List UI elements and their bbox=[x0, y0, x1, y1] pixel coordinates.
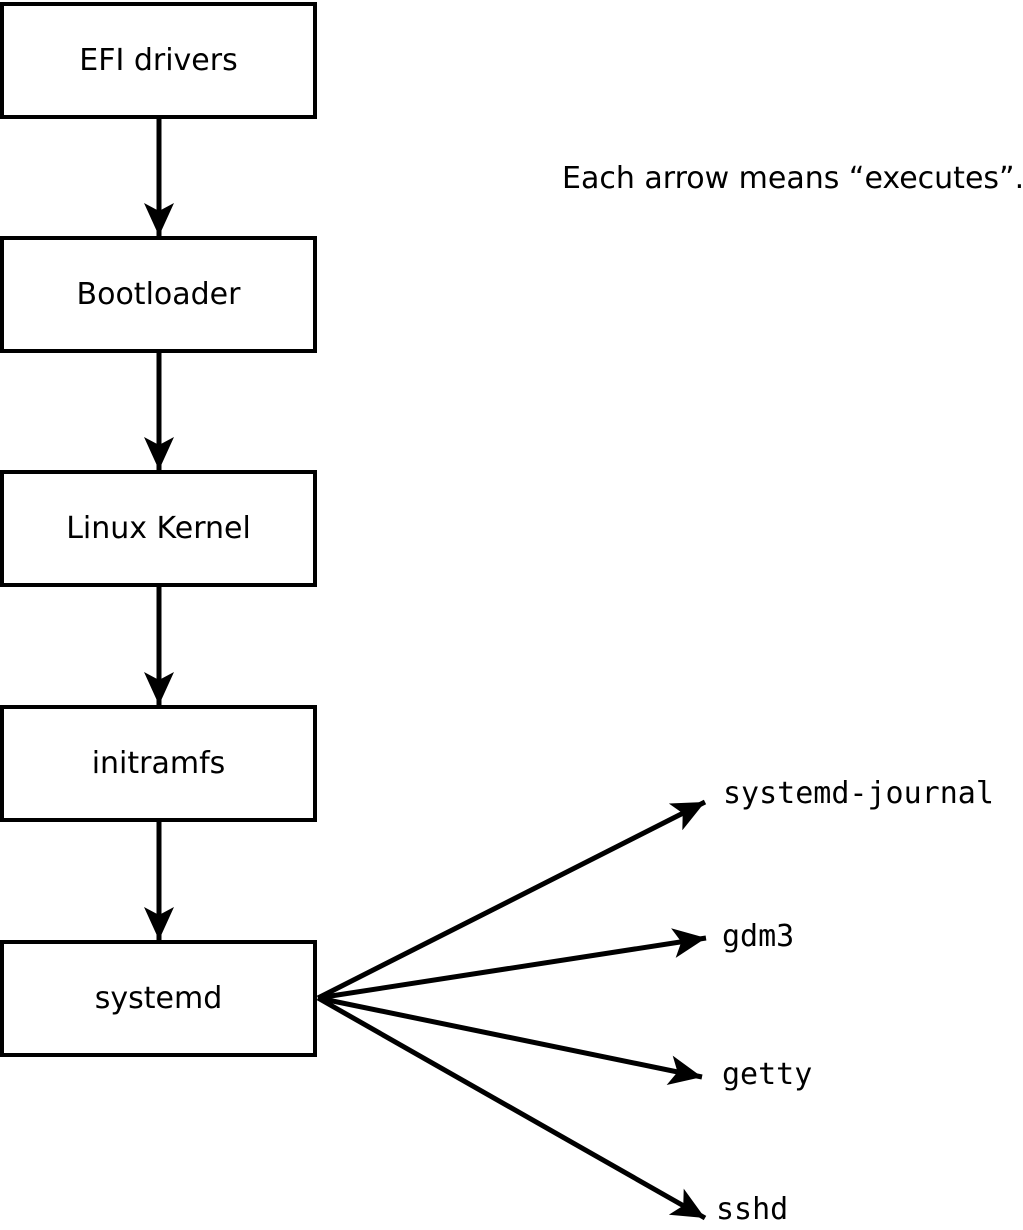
label-getty: getty bbox=[722, 1057, 813, 1092]
node-systemd: systemd bbox=[0, 940, 317, 1057]
node-systemd-label: systemd bbox=[94, 980, 223, 1016]
node-initramfs: initramfs bbox=[0, 705, 317, 822]
legend-note: Each arrow means “executes”. bbox=[562, 161, 1023, 196]
arrow-systemd-to-systemd-journal bbox=[316, 799, 707, 1001]
label-systemd-journal: systemd-journal bbox=[723, 776, 994, 811]
node-bootloader-label: Bootloader bbox=[76, 276, 241, 312]
arrow-systemd-to-gdm3 bbox=[317, 928, 707, 1001]
label-gdm3: gdm3 bbox=[722, 919, 795, 954]
arrow-systemd-to-sshd bbox=[316, 995, 707, 1221]
node-linux-kernel-label: Linux Kernel bbox=[66, 510, 251, 546]
label-sshd: sshd bbox=[716, 1192, 789, 1227]
node-efi-drivers-label: EFI drivers bbox=[79, 42, 238, 78]
node-bootloader: Bootloader bbox=[0, 236, 317, 353]
arrow-systemd-to-getty bbox=[317, 995, 703, 1086]
node-efi-drivers: EFI drivers bbox=[0, 2, 317, 119]
node-initramfs-label: initramfs bbox=[91, 745, 226, 781]
node-linux-kernel: Linux Kernel bbox=[0, 470, 317, 587]
